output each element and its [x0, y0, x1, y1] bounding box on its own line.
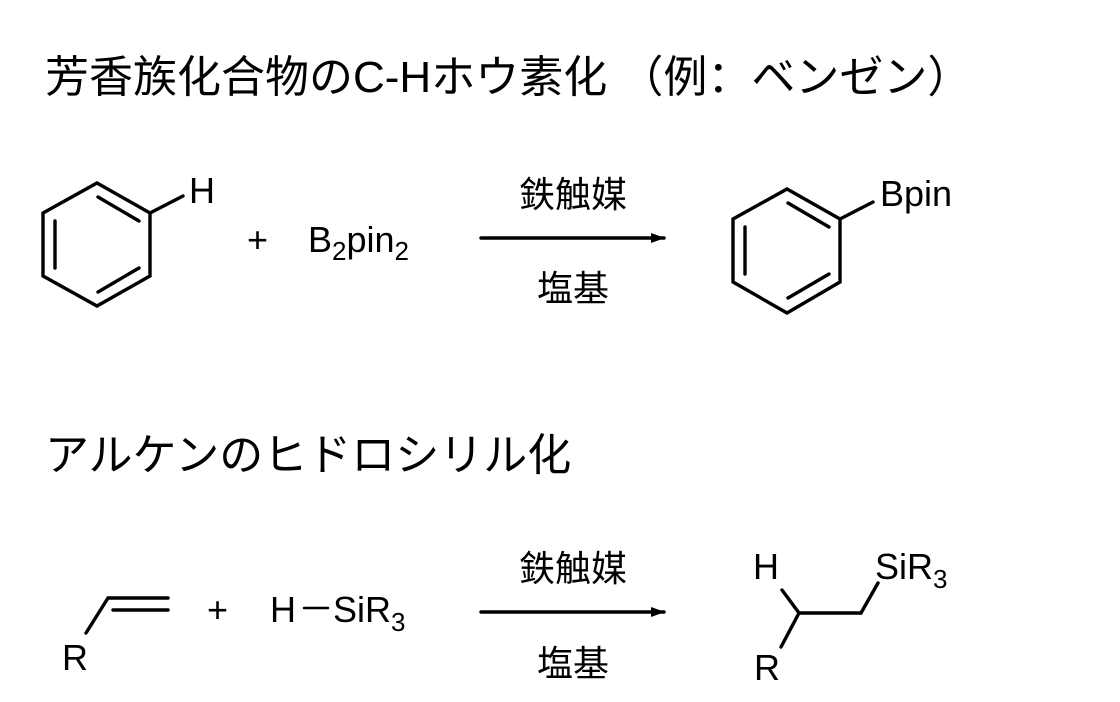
- bpin-label: Bpin: [880, 173, 952, 214]
- base-label-2: 塩基: [537, 643, 609, 684]
- benzene-product: [731, 187, 875, 315]
- benzene-reactant: [41, 181, 185, 308]
- silane-label: SiR3: [333, 589, 405, 637]
- reactant-h-label: H: [189, 170, 215, 211]
- section2-title: アルケンのヒドロシリル化: [45, 431, 571, 480]
- product-sir3-label: SiR3: [875, 546, 947, 594]
- catalyst-label-1: 鉄触媒: [519, 174, 627, 215]
- product-h-label: H: [753, 546, 779, 587]
- alkene-reactant: [84, 596, 170, 635]
- alkene-r-label: R: [62, 637, 88, 678]
- catalyst-label-2: 鉄触媒: [519, 548, 627, 589]
- plus-sign-2: +: [207, 589, 228, 630]
- silane-h-label: H: [270, 589, 296, 630]
- section1-title: 芳香族化合物のC-Hホウ素化 （例：ベンゼン）: [45, 53, 971, 102]
- product-r-label: R: [754, 647, 780, 688]
- b2pin2-label: B2pin2: [308, 219, 409, 266]
- base-label-1: 塩基: [537, 268, 609, 309]
- plus-sign-1: +: [247, 219, 268, 260]
- hydrosilylation-product: [779, 581, 880, 649]
